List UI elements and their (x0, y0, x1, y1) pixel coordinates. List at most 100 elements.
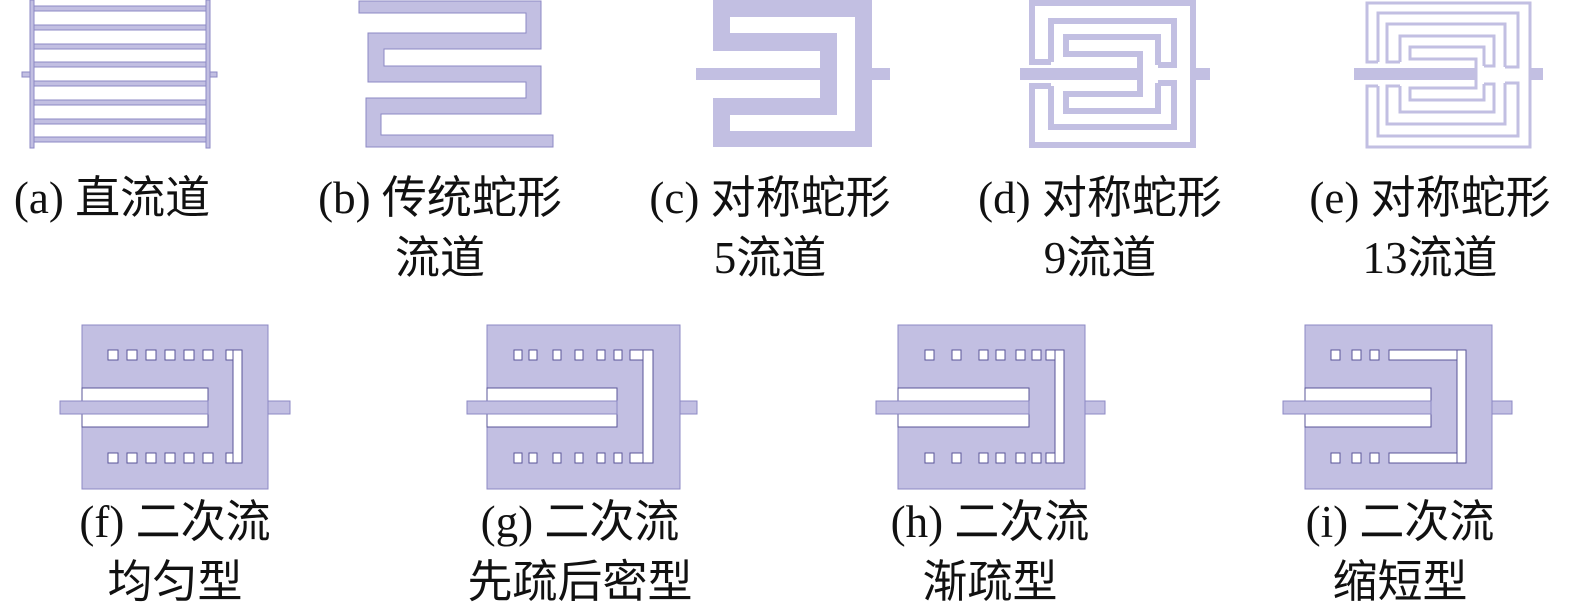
rib-slot (1304, 413, 1432, 428)
label-f: (f) 二次流均匀型 (0, 496, 355, 608)
secondary-flow-hole (1369, 349, 1380, 361)
secondary-flow-hole (528, 349, 538, 361)
secondary-flow-hole (613, 452, 623, 464)
label-f-line2: 均匀型 (107, 557, 243, 607)
straight-channel-bar (33, 43, 207, 50)
secondary-flow-hole (574, 452, 584, 464)
secondary-flow-hole (552, 452, 562, 464)
rib-slot (897, 387, 1030, 402)
secondary-flow-hole (995, 349, 1006, 361)
label-d: (d) 对称蛇形 9流道 (920, 172, 1280, 284)
secondary-flow-hole (596, 349, 606, 361)
diagram-f-secondary-flow (59, 324, 291, 490)
secondary-flow-hole (126, 452, 138, 464)
return-channel (1054, 349, 1065, 464)
rib-slot (486, 413, 618, 428)
label-c: (c) 对称蛇形 5流道 (590, 172, 950, 284)
label-i-line1: (i) 二次流 (1305, 497, 1495, 547)
straight-channel-bar (33, 80, 207, 87)
secondary-flow-hole (574, 349, 584, 361)
outlet-channel (267, 400, 291, 415)
rib-slot (897, 413, 1030, 428)
rib-slot (1304, 387, 1432, 402)
label-c-line2: 5流道 (713, 233, 827, 283)
straight-channel-bar (33, 99, 207, 106)
secondary-flow-hole (1031, 349, 1042, 361)
outlet-channel (1084, 400, 1106, 415)
diagram-g-secondary-flow (466, 324, 698, 490)
secondary-flow-hole (107, 452, 119, 464)
straight-channel-bar (33, 136, 207, 143)
outlet-channel (679, 400, 698, 415)
secondary-flow-hole (164, 452, 176, 464)
label-i-line2: 缩短型 (1332, 557, 1468, 607)
label-b-line1: (b) 传统蛇形 (318, 173, 562, 223)
return-channel (642, 349, 654, 464)
label-h-line2: 渐疏型 (922, 557, 1058, 607)
secondary-flow-hole (183, 452, 195, 464)
straight-channel-bar (33, 118, 207, 125)
straight-channel-bar (33, 5, 207, 12)
secondary-flow-hole (1330, 452, 1341, 464)
secondary-flow-hole (202, 349, 214, 361)
secondary-flow-hole (528, 452, 538, 464)
diagram-e-symmetric-13-channel (1354, 1, 1543, 149)
label-a: (a) 直流道 (0, 172, 292, 224)
straight-channel-bar (33, 24, 207, 31)
secondary-flow-hole (552, 349, 562, 361)
secondary-flow-hole (995, 452, 1006, 464)
secondary-flow-hole (1330, 349, 1341, 361)
diagram-a-straight-channel (21, 0, 218, 149)
secondary-flow-hole (164, 349, 176, 361)
secondary-flow-hole (1015, 452, 1026, 464)
secondary-flow-hole (513, 349, 523, 361)
label-d-line2: 9流道 (1043, 233, 1157, 283)
return-channel (232, 349, 243, 464)
diagram-b-serpentine-channel (358, 0, 554, 148)
inlet-channel (875, 400, 1030, 415)
secondary-flow-hole (924, 452, 935, 464)
label-h: (h) 二次流渐疏型 (810, 496, 1170, 608)
secondary-flow-hole (951, 452, 962, 464)
label-b-line2: 流道 (394, 233, 485, 283)
straight-channel-bar (33, 61, 207, 68)
return-channel (1456, 349, 1467, 464)
secondary-flow-hole (1031, 452, 1042, 464)
secondary-flow-hole (1351, 452, 1362, 464)
label-h-line1: (h) 二次流 (890, 497, 1090, 547)
label-e-line1: (e) 对称蛇形 (1309, 173, 1551, 223)
secondary-flow-hole (107, 349, 119, 361)
secondary-flow-hole (183, 349, 195, 361)
inlet-channel (59, 400, 209, 415)
label-g: (g) 二次流先疏后密型 (400, 496, 760, 608)
outlet-channel (1491, 400, 1513, 415)
label-d-line1: (d) 对称蛇形 (978, 173, 1222, 223)
label-b: (b) 传统蛇形流道 (260, 172, 620, 284)
secondary-flow-hole (596, 452, 606, 464)
secondary-flow-hole (126, 349, 138, 361)
return-channel (1388, 349, 1467, 361)
diagram-h-secondary-flow (875, 324, 1106, 490)
label-a-line1: (a) 直流道 (13, 173, 211, 223)
inlet-channel (466, 400, 618, 415)
secondary-flow-hole (978, 452, 989, 464)
return-channel (1388, 452, 1467, 464)
label-e-line2: 13流道 (1362, 233, 1498, 283)
secondary-flow-hole (1015, 349, 1026, 361)
secondary-flow-hole (924, 349, 935, 361)
rib-slot (81, 413, 209, 428)
label-c-line1: (c) 对称蛇形 (649, 173, 891, 223)
secondary-flow-hole (1351, 349, 1362, 361)
secondary-flow-hole (613, 349, 623, 361)
diagram-c-symmetric-5-channel (696, 0, 890, 147)
secondary-flow-hole (951, 349, 962, 361)
diagram-d-symmetric-9-channel (1020, 0, 1210, 148)
secondary-flow-hole (978, 349, 989, 361)
secondary-flow-hole (145, 452, 157, 464)
secondary-flow-hole (513, 452, 523, 464)
secondary-flow-hole (145, 349, 157, 361)
inlet-channel (1282, 400, 1432, 415)
secondary-flow-hole (202, 452, 214, 464)
label-i: (i) 二次流缩短型 (1220, 496, 1575, 608)
